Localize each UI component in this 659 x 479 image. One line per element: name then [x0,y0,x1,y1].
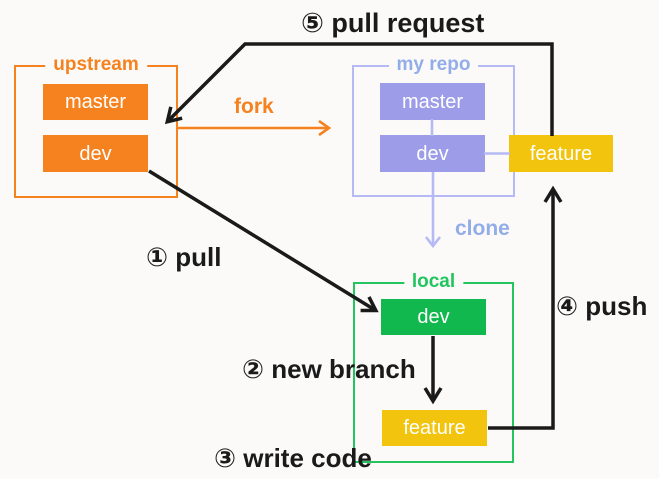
upstream-master-node: master [43,84,148,120]
my-repo-master-node: master [380,83,485,120]
local-feature-node: feature [382,410,487,446]
upstream-group-box: upstream [14,54,178,198]
step-1-pull-label: ① pull [146,242,222,272]
local-dev-node: dev [381,299,486,335]
my-repo-group-label: my repo [388,54,479,76]
step-5-pull-request-label: ⑤ pull request [301,8,485,38]
upstream-group-label: upstream [45,54,147,76]
local-group-label: local [403,271,464,293]
step-2-new-branch-label: ② new branch [242,354,416,384]
clone-label: clone [455,217,510,240]
upstream-dev-node: dev [43,135,148,172]
pull-arrow [148,169,379,313]
fork-label: fork [234,95,274,118]
step-4-push-label: ④ push [556,291,648,321]
my-repo-dev-node: dev [380,135,485,172]
my-repo-feature-node: feature [509,135,613,172]
step-3-write-code-label: ③ write code [214,443,372,473]
